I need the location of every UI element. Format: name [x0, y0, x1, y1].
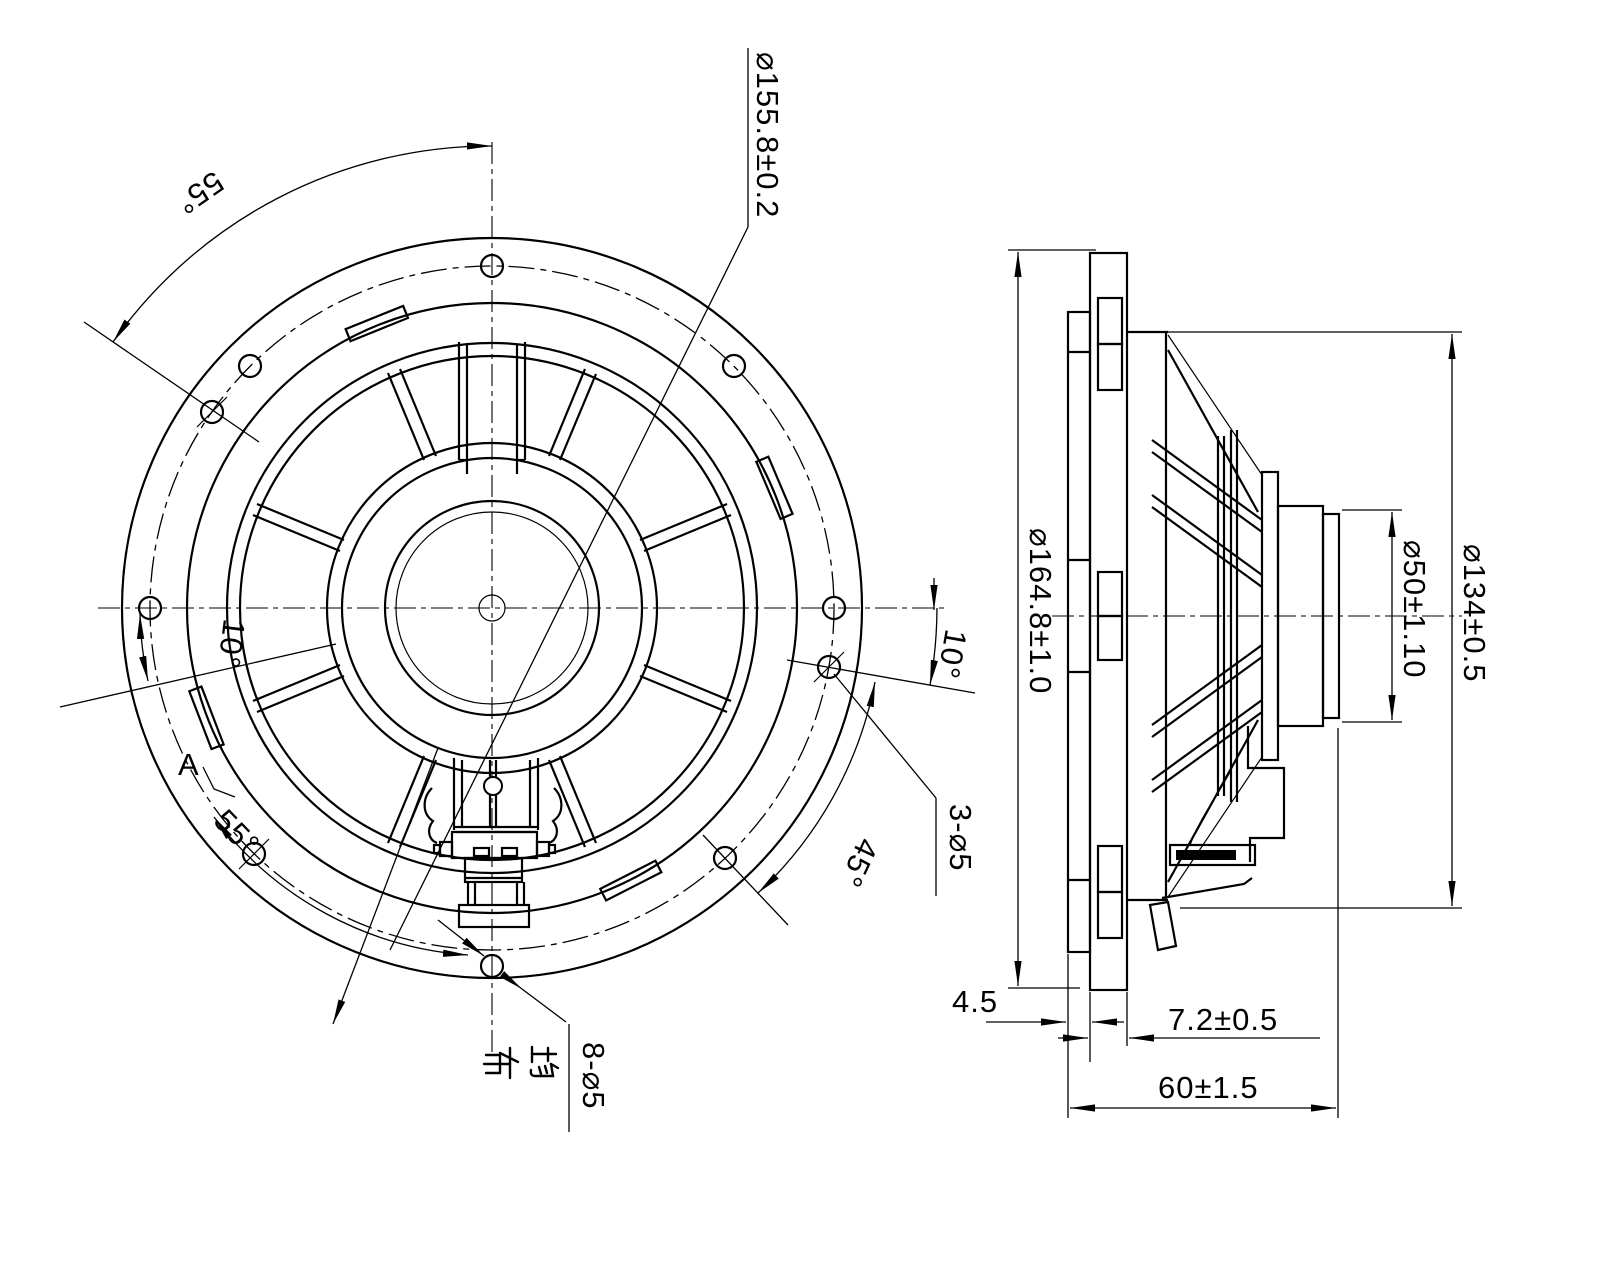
- center-hole: [478, 594, 506, 622]
- dim-overall-dia: ⌀164.8±1.0: [1008, 249, 1096, 989]
- basket-rim-outer: [225, 341, 759, 875]
- dim-angle-bottom-right: 45°: [702, 681, 886, 926]
- terminal-assembly: [423, 758, 563, 929]
- bolt-circle: [149, 265, 835, 951]
- dim-angle-top-left: 55°: [83, 142, 493, 443]
- magnet-outer-circle: [383, 499, 601, 717]
- basket-spokes: [252, 368, 732, 848]
- mounting-holes-label: 8-⌀5: [576, 1042, 611, 1109]
- evenly-distributed-note: 均布: [482, 1045, 560, 1080]
- basket-rim-inner: [238, 354, 746, 862]
- basket-profile: [1127, 330, 1263, 902]
- angle-left-label: 10°: [211, 617, 252, 671]
- section-a-label: A: [178, 747, 236, 798]
- dim-mounting-holes: 8-⌀5 均布: [437, 919, 611, 1132]
- magnet-dia-label: ⌀50±1.10: [1397, 540, 1432, 679]
- window-inner-ring-inner: [340, 456, 644, 760]
- front-view: ⌀155.8±0.2 55° 10° A 55°: [59, 48, 978, 1132]
- overall-dia-label: ⌀164.8±1.0: [1023, 528, 1058, 694]
- cone-edge-left: [423, 787, 438, 845]
- cone-edge-right: [548, 787, 563, 845]
- section-a-text: A: [178, 747, 200, 782]
- side-view: ⌀164.8±1.0 ⌀50±1.10 ⌀134±0.5 4.5: [952, 249, 1492, 1118]
- flange-thickness-label: 7.2±0.5: [1168, 1002, 1278, 1037]
- top-channel: [457, 342, 527, 474]
- dim-angle-left: 10°: [59, 613, 337, 708]
- window-inner-ring-outer: [325, 441, 659, 775]
- dim-bolt-circle: ⌀155.8±0.2: [389, 48, 785, 951]
- side-terminal: [1148, 726, 1286, 952]
- dim-angle-right: 10°: [786, 578, 976, 694]
- bolt-circle-diameter-label: ⌀155.8±0.2: [750, 52, 785, 218]
- dim-bottom: 4.5 7.2±0.5 60±1.5: [952, 728, 1339, 1118]
- gasket-section: [1066, 310, 1092, 954]
- extra-holes-label: 3-⌀5: [943, 804, 978, 871]
- depth-label: 60±1.5: [1158, 1070, 1259, 1105]
- gasket-thickness-label: 4.5: [952, 984, 998, 1019]
- angle-right-label: 10°: [930, 627, 973, 682]
- dim-magnet-dia: ⌀50±1.10: [1342, 509, 1432, 723]
- dim-extra-holes: 3-⌀5: [833, 673, 978, 896]
- terminal-hole: [483, 776, 503, 796]
- magnet-inner-circle: [395, 511, 589, 705]
- angle-bottom-right-label: 45°: [833, 833, 886, 893]
- extra-holes: [196, 396, 845, 870]
- magnet-assembly: [1260, 470, 1341, 762]
- angle-top-left-label: 55°: [169, 164, 230, 221]
- dim-basket-dia: ⌀134±0.5: [1168, 331, 1492, 909]
- mounting-holes: [137, 253, 847, 979]
- flange-inner-circle: [185, 301, 799, 915]
- flange-section: [1088, 251, 1129, 992]
- basket-dia-label: ⌀134±0.5: [1457, 544, 1492, 683]
